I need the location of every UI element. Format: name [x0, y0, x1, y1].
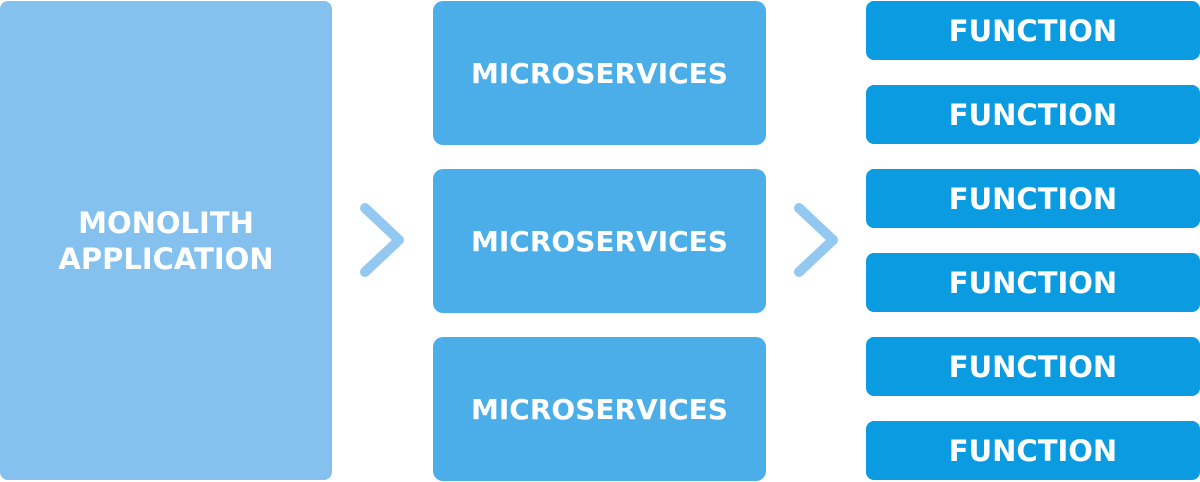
function-box: FUNCTION [866, 85, 1200, 144]
monolith-label-line2: APPLICATION [58, 241, 274, 276]
function-box: FUNCTION [866, 1, 1200, 60]
microservices-label: MICROSERVICES [471, 56, 728, 90]
function-box: FUNCTION [866, 337, 1200, 396]
function-box: FUNCTION [866, 169, 1200, 228]
function-label: FUNCTION [948, 349, 1118, 384]
function-label: FUNCTION [948, 181, 1118, 216]
microservices-box: MICROSERVICES [433, 337, 766, 481]
monolith-application-box: MONOLITH APPLICATION [0, 1, 332, 480]
microservices-label: MICROSERVICES [471, 224, 728, 258]
chevron-right-icon [360, 203, 404, 277]
function-label: FUNCTION [948, 433, 1118, 468]
monolith-label: MONOLITH APPLICATION [58, 205, 273, 277]
microservices-box: MICROSERVICES [433, 1, 766, 145]
function-box: FUNCTION [866, 253, 1200, 312]
function-label: FUNCTION [948, 13, 1118, 48]
function-label: FUNCTION [948, 265, 1118, 300]
chevron-right-icon [794, 203, 838, 277]
monolith-label-line1: MONOLITH [78, 205, 254, 240]
microservices-label: MICROSERVICES [471, 392, 728, 426]
function-box: FUNCTION [866, 421, 1200, 480]
microservices-box: MICROSERVICES [433, 169, 766, 313]
function-label: FUNCTION [948, 97, 1118, 132]
